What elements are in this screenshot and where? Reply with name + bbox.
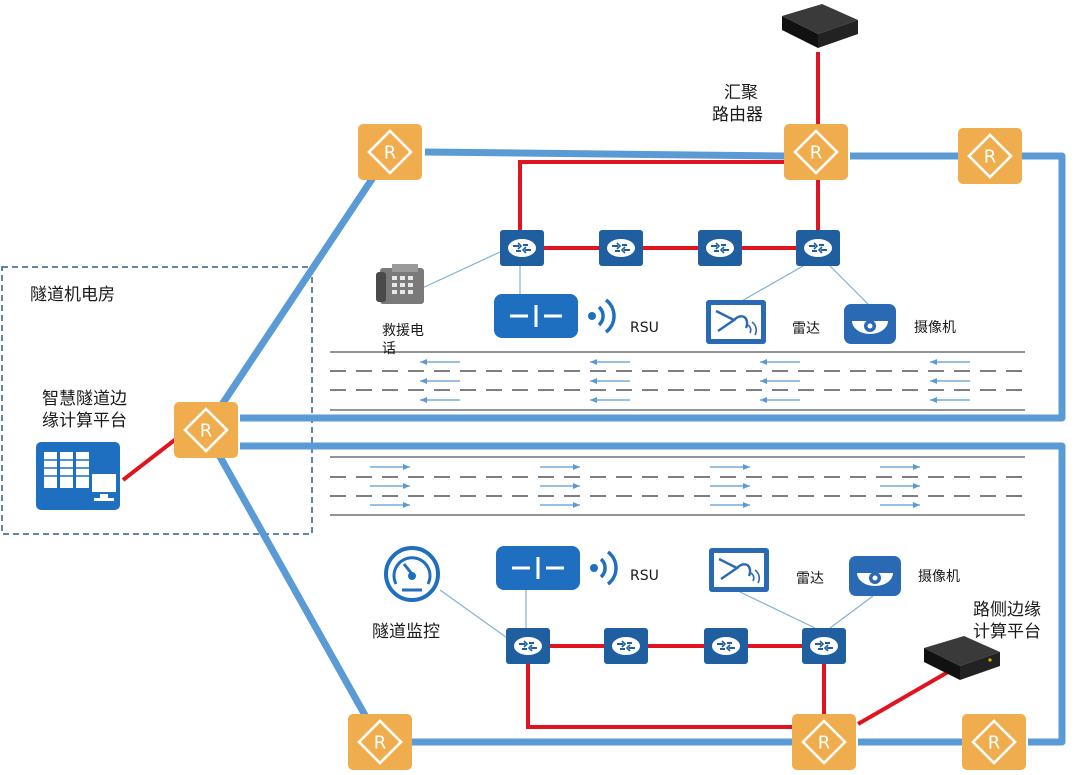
access-links — [417, 251, 874, 641]
edge-platform-label-line2: 缘计算平台 — [42, 411, 127, 431]
machine-room-label: 隧道机电房 — [30, 285, 115, 305]
radar-label-top: 雷达 — [792, 321, 820, 337]
camera-icon-top — [844, 304, 896, 344]
switch-bottom-4[interactable] — [801, 627, 847, 665]
camera-label-top: 摄像机 — [914, 320, 956, 336]
edge-box-icon — [782, 4, 858, 48]
radar-label-bottom: 雷达 — [796, 571, 824, 587]
router-bottom-right[interactable] — [960, 712, 1028, 772]
aggregation-router-top[interactable] — [782, 122, 850, 182]
switch-bottom-2[interactable] — [603, 627, 649, 665]
phone-icon — [376, 264, 424, 304]
aggregation-router-label-line1: 汇聚 — [724, 83, 758, 103]
rsu-label-bottom: RSU — [630, 568, 659, 584]
switch-top-1[interactable] — [499, 229, 545, 267]
edge-platform-label-line1: 智慧隧道边 — [42, 389, 127, 409]
tunnel-monitor-label: 隧道监控 — [372, 622, 440, 642]
switch-top-3[interactable] — [697, 229, 743, 267]
rsu-label-top: RSU — [630, 320, 659, 336]
aggregation-router-label-line2: 路由器 — [712, 105, 763, 125]
switch-top-4[interactable] — [795, 229, 841, 267]
camera-icon-bottom — [849, 556, 901, 596]
gauge-icon — [384, 546, 440, 602]
backbone-ring — [201, 148, 1066, 746]
road-lanes-bottom — [330, 456, 1025, 516]
camera-label-bottom: 摄像机 — [918, 569, 960, 585]
server-icon — [36, 442, 120, 510]
router-bottom-middle[interactable] — [790, 712, 858, 772]
rescue-phone-label-line2: 话 — [382, 341, 396, 357]
machine-room-box — [1, 266, 313, 535]
rescue-phone-label-line1: 救援电 — [382, 323, 424, 339]
switch-bottom-1[interactable] — [505, 627, 551, 665]
router-top-right[interactable] — [956, 126, 1024, 186]
roadside-platform-label-line2: 计算平台 — [973, 622, 1041, 642]
router-center[interactable] — [172, 400, 240, 460]
radar-icon-top — [704, 298, 768, 346]
switch-top-2[interactable] — [598, 229, 644, 267]
roadside-edge-box-icon — [924, 636, 1000, 680]
roadside-platform-label-line1: 路侧边缘 — [973, 600, 1041, 620]
router-top-left[interactable] — [356, 122, 424, 182]
router-bottom-left[interactable] — [346, 712, 414, 772]
rsu-icon-top — [492, 292, 616, 340]
radar-icon-bottom — [707, 546, 771, 594]
switch-bottom-3[interactable] — [703, 627, 749, 665]
road-lanes-top — [330, 351, 1025, 411]
rsu-icon-bottom — [494, 544, 618, 592]
